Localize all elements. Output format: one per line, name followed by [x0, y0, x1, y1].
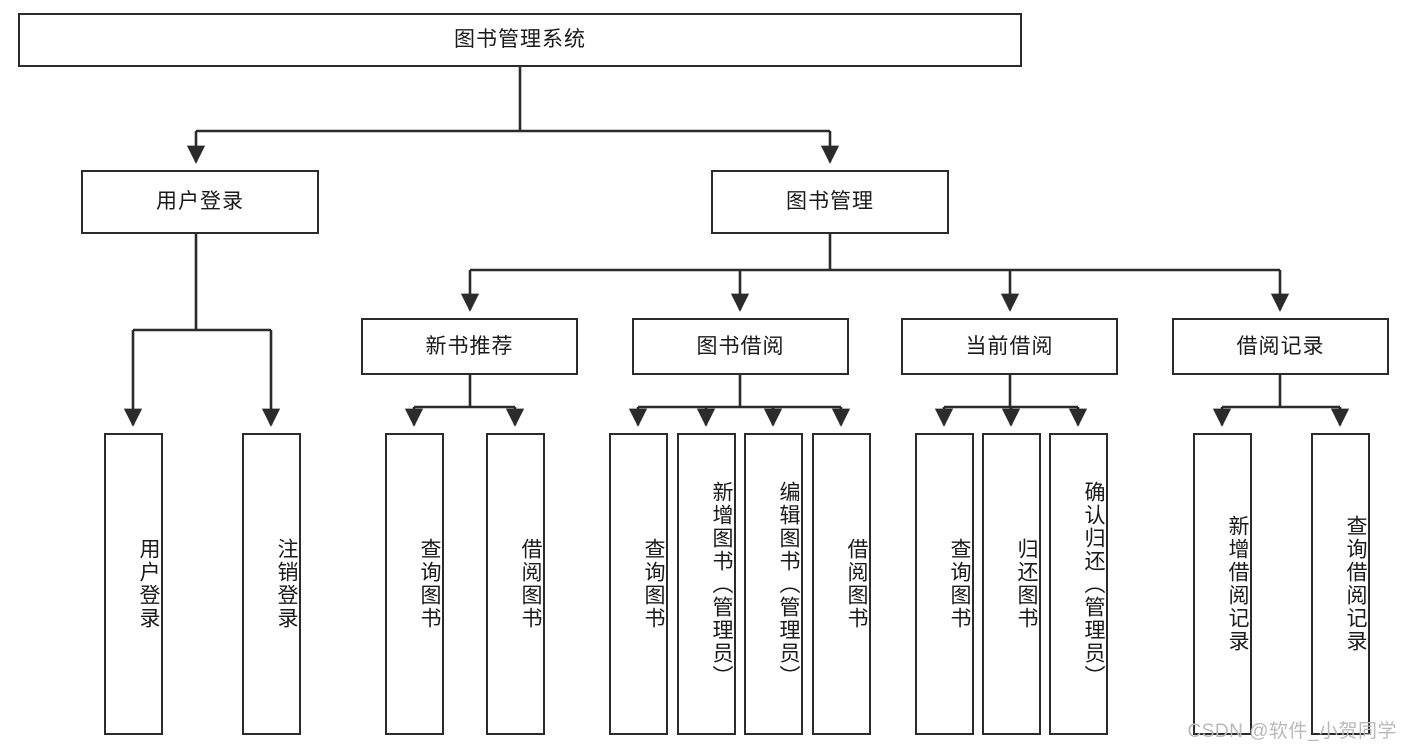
leaf-book-borrow-edit-admin[interactable]: 编辑图书（管理员） [744, 433, 803, 735]
leaf-borrow-record-query[interactable]: 查询借阅记录 [1311, 433, 1370, 735]
node-label: 归还图书 [1015, 538, 1038, 630]
leaf-book-borrow-add-admin[interactable]: 新增图书（管理员） [677, 433, 736, 735]
node-label: 借阅图书 [845, 538, 868, 630]
node-book-management[interactable]: 图书管理 [711, 170, 949, 234]
node-label: 查询图书 [418, 538, 441, 630]
node-user-login[interactable]: 用户登录 [81, 170, 319, 234]
node-label: 用户登录 [137, 538, 160, 630]
node-label: 查询图书 [642, 538, 665, 630]
node-new-book-recommend[interactable]: 新书推荐 [361, 318, 578, 375]
leaf-user-login-signout[interactable]: 注销登录 [242, 433, 301, 735]
node-current-borrow[interactable]: 当前借阅 [901, 318, 1118, 375]
leaf-book-borrow-query[interactable]: 查询图书 [609, 433, 668, 735]
node-book-borrow[interactable]: 图书借阅 [632, 318, 849, 375]
node-label: 借阅图书 [519, 538, 542, 630]
node-borrow-record[interactable]: 借阅记录 [1172, 318, 1389, 375]
node-label: 图书管理 [786, 190, 874, 214]
node-label: 当前借阅 [965, 334, 1054, 358]
node-label: 图书管理系统 [454, 28, 586, 52]
leaf-current-borrow-confirm-admin[interactable]: 确认归还（管理员） [1049, 433, 1108, 735]
leaf-new-book-borrow[interactable]: 借阅图书 [486, 433, 545, 735]
node-label: 注销登录 [275, 538, 298, 630]
node-label: 查询图书 [948, 538, 971, 630]
leaf-book-borrow-borrow[interactable]: 借阅图书 [812, 433, 871, 735]
node-label: 编辑图书（管理员） [777, 480, 800, 688]
leaf-current-borrow-query[interactable]: 查询图书 [915, 433, 974, 735]
node-label: 确认归还（管理员） [1082, 480, 1105, 688]
watermark-text: CSDN @软件_小贺同学 [1187, 721, 1397, 742]
leaf-new-book-query[interactable]: 查询图书 [385, 433, 444, 735]
leaf-user-login-signin[interactable]: 用户登录 [104, 433, 163, 735]
node-root-book-management-system[interactable]: 图书管理系统 [18, 13, 1022, 67]
leaf-borrow-record-add[interactable]: 新增借阅记录 [1193, 433, 1252, 735]
node-label: 查询借阅记录 [1344, 515, 1367, 653]
leaf-current-borrow-return[interactable]: 归还图书 [982, 433, 1041, 735]
node-label: 图书借阅 [696, 334, 785, 358]
node-label: 借阅记录 [1236, 334, 1325, 358]
node-label: 用户登录 [156, 190, 244, 214]
node-label: 新增图书（管理员） [710, 480, 733, 688]
node-label: 新增借阅记录 [1226, 515, 1249, 653]
node-label: 新书推荐 [425, 334, 514, 358]
